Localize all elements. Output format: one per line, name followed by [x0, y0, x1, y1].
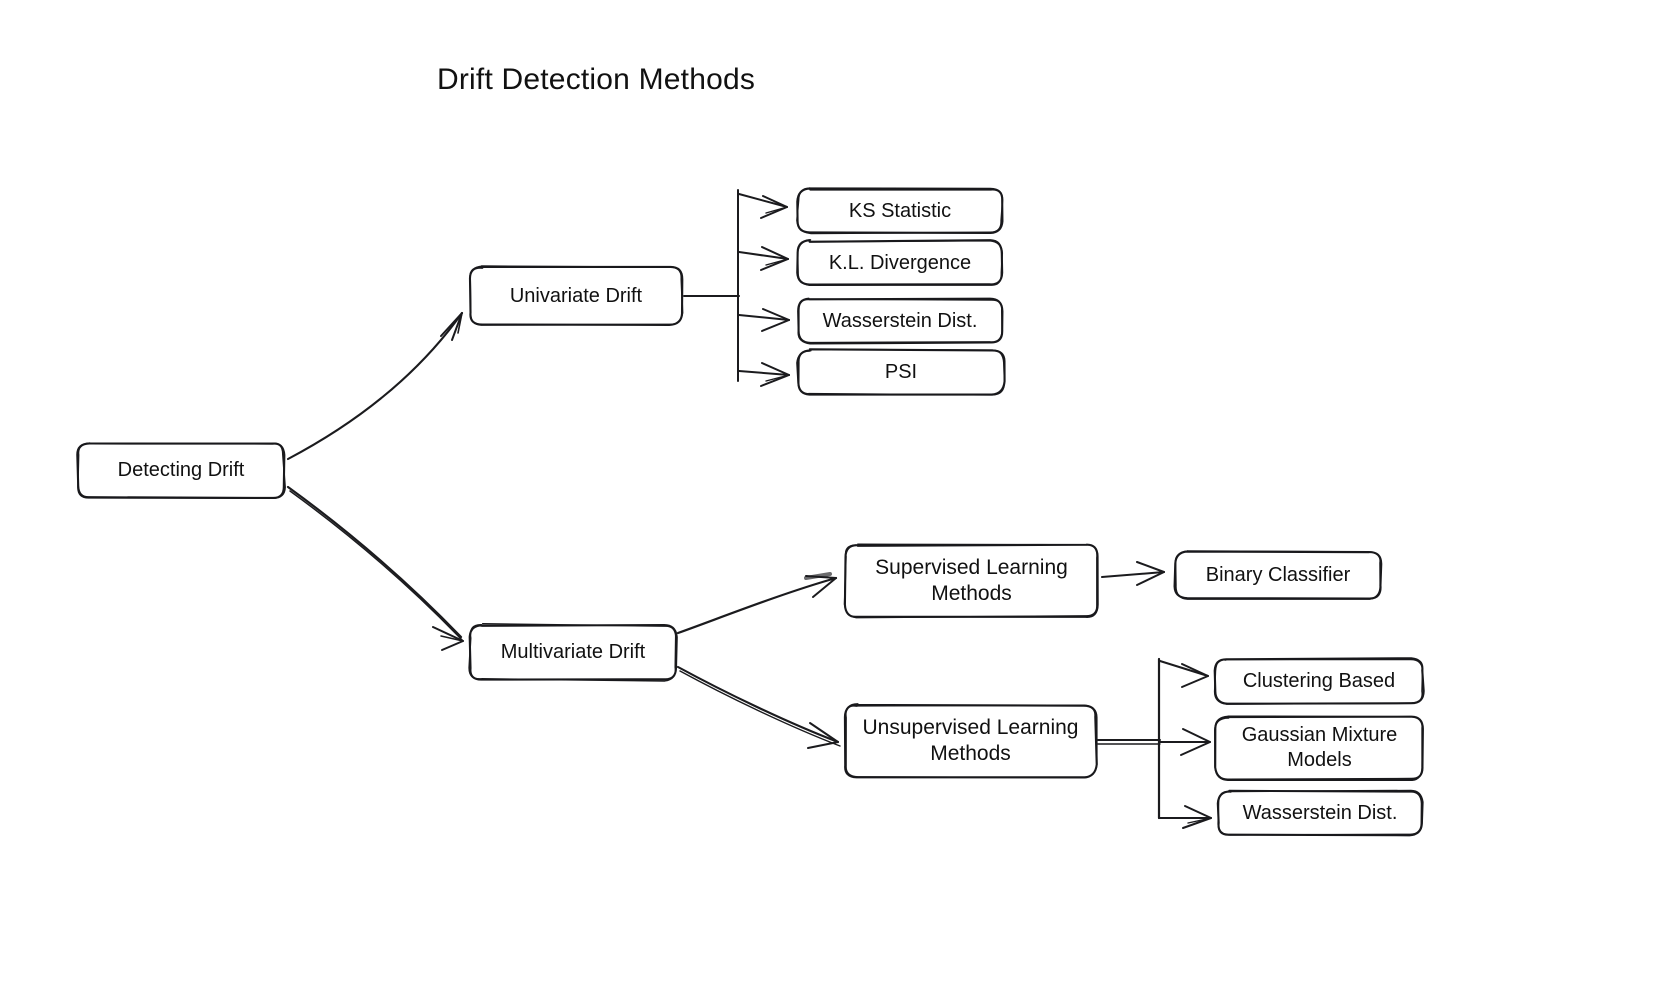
node-box-outline [1213, 658, 1424, 705]
node-label-univariate[interactable]: Univariate Drift [509, 284, 643, 307]
node-box-wasserstein2[interactable] [1216, 789, 1424, 837]
node-label-ks[interactable]: KS Statistic [848, 199, 952, 222]
edge-univariate-spine [683, 189, 740, 382]
node-box-outline [1217, 789, 1424, 836]
node-label-wasserstein1[interactable]: Wasserstein Dist. [822, 309, 978, 332]
node-label-unsupervised[interactable]: Unsupervised Learning Methods [862, 715, 1079, 765]
edge-unsupervised-spine [1097, 657, 1161, 820]
node-box-unsupervised[interactable] [843, 703, 1098, 779]
node-box-outline [77, 442, 286, 500]
node-box-outline [797, 297, 1003, 345]
node-box-binary[interactable] [1173, 550, 1383, 600]
page-title: Drift Detection Methods [437, 63, 756, 96]
node-label-supervised[interactable]: Supervised Learning Methods [875, 555, 1068, 605]
node-box-root[interactable] [76, 442, 286, 500]
node-box-outline [468, 623, 677, 682]
node-box-outline [845, 704, 1098, 779]
node-label-wasserstein2[interactable]: Wasserstein Dist. [1242, 801, 1398, 824]
edge-unsupervised-to-gmm [1159, 728, 1211, 756]
node-box-outline [796, 187, 1004, 235]
node-box-supervised[interactable] [843, 543, 1099, 619]
node-box-kl[interactable] [796, 239, 1004, 286]
node-box-ks[interactable] [796, 187, 1004, 235]
edge-univariate-to-ks [738, 193, 788, 219]
edge-root-to-univariate [286, 311, 464, 461]
node-label-kl[interactable]: K.L. Divergence [828, 251, 972, 274]
node-label-clustering[interactable]: Clustering Based [1242, 669, 1396, 692]
node-box-gmm[interactable] [1214, 715, 1424, 782]
node-box-outline [1174, 550, 1381, 600]
edge-supervised-to-binary [1101, 561, 1165, 586]
edge-unsupervised-to-clustering [1159, 660, 1209, 688]
edge-univariate-to-kl [738, 246, 789, 271]
node-label-multivariate[interactable]: Multivariate Drift [500, 641, 646, 663]
node-box-outline [796, 239, 1004, 286]
node-label-binary[interactable]: Binary Classifier [1205, 563, 1351, 586]
edge-root-to-multivariate [286, 485, 464, 651]
node-label-psi[interactable]: PSI [884, 360, 918, 383]
node-box-outline [796, 348, 1006, 396]
edge-multivariate-to-supervised [676, 572, 838, 635]
edge-univariate-to-wasserstein [738, 308, 790, 332]
edge-unsupervised-to-wasserstein2 [1158, 805, 1212, 829]
node-box-clustering[interactable] [1213, 657, 1425, 705]
node-box-multivariate[interactable] [468, 623, 678, 682]
node-label-root[interactable]: Detecting Drift [117, 459, 245, 481]
node-box-psi[interactable] [796, 348, 1006, 396]
edge-multivariate-to-unsupervised [676, 665, 841, 749]
node-label-gmm[interactable]: Gaussian Mixture Models [1241, 724, 1398, 771]
node-box-univariate[interactable] [468, 265, 684, 326]
edge-univariate-to-psi [738, 362, 790, 387]
node-box-outline [469, 265, 684, 326]
node-box-outline [843, 543, 1098, 619]
node-box-outline [1214, 715, 1423, 782]
node-box-wasserstein1[interactable] [797, 297, 1004, 345]
